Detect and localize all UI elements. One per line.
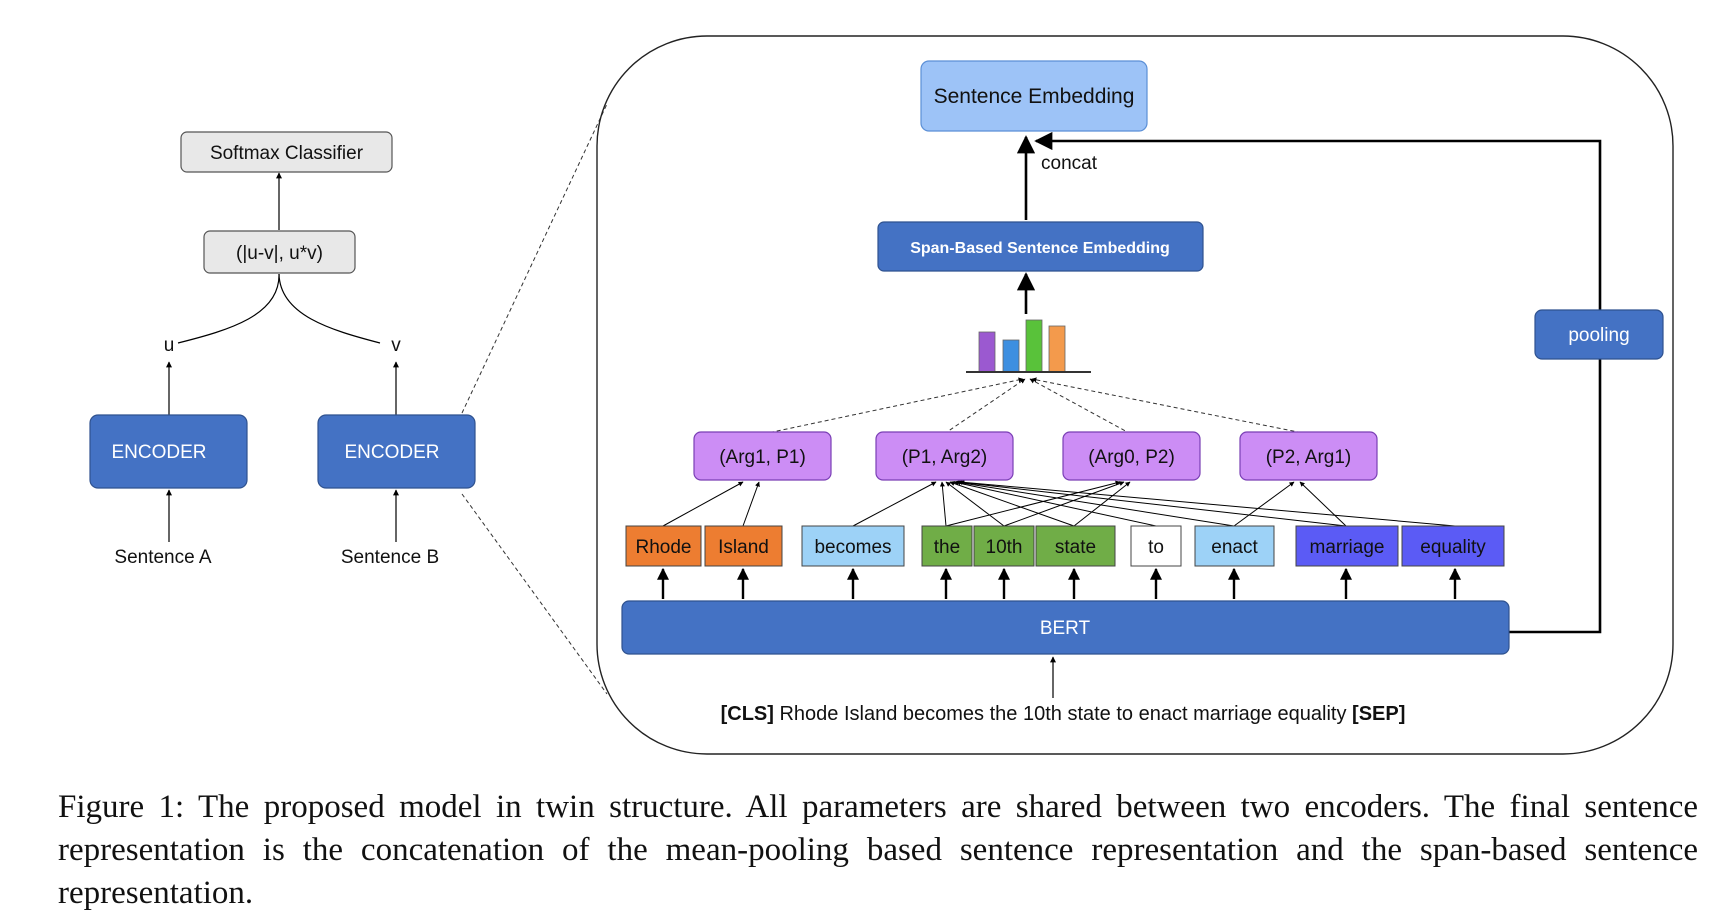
cls-token: [CLS] [721,703,774,725]
token-label: Island [718,537,769,558]
combine-box [203,230,356,274]
span-box-3: (Arg0, P2) [1062,431,1201,481]
token-label: state [1055,537,1096,558]
token-marriage: marriage [1295,525,1399,567]
token-label: 10th [986,537,1023,558]
span-box-4: (P2, Arg1) [1239,431,1378,481]
token-becomes: becomes [801,525,905,567]
zoom-line-bottom [461,493,608,695]
u-label: u [164,335,175,356]
softmax-classifier-label: Softmax Classifier [210,143,364,164]
encoder-a-box [89,414,248,489]
span-embedding-label: Span-Based Sentence Embedding [910,240,1170,257]
token-to: to [1130,525,1182,567]
span-embedding-box [877,221,1204,272]
token-label: Rhode [636,537,692,558]
bert-box [621,600,1510,655]
encoder-b-box [317,414,476,489]
sep-token: [SEP] [1352,703,1405,725]
dash-span-2 [943,378,1026,435]
attention-bars-icon [966,319,1091,373]
bert-to-token-arrows [657,567,1461,599]
token-rhode: Rhode [625,525,702,567]
u-curve [177,273,280,344]
encoder-a-label: ENCODER [111,442,206,463]
v-label: v [391,335,401,356]
token-enact: enact [1194,525,1275,567]
dash-span-3 [1029,378,1132,435]
dash-span-1 [762,377,1024,435]
token-span-connections [662,479,1456,527]
input-sequence: [CLS] Rhode Island becomes the 10th stat… [721,703,1406,725]
span-box-2: (P1, Arg2) [875,431,1014,481]
span-label-4: (P2, Arg1) [1266,447,1352,468]
span-label-3: (Arg0, P2) [1088,447,1175,468]
token-island: Island [704,525,783,567]
span-label-2: (P1, Arg2) [902,447,988,468]
token-label: equality [1420,537,1486,558]
sentence-embedding-box [920,60,1148,132]
bert-label: BERT [1040,618,1091,639]
figure-caption: Figure 1: The proposed model in twin str… [58,789,1698,911]
pooling-box [1534,309,1664,360]
sentence-embedding-label: Sentence Embedding [934,85,1135,108]
token-label: the [934,537,960,558]
softmax-classifier-box [180,131,393,173]
input-text: Rhode Island becomes the 10th state to e… [774,703,1352,725]
pooling-label: pooling [1568,325,1629,346]
token-label: enact [1211,537,1258,558]
zoom-line-top [461,103,608,414]
token-10th: 10th [973,525,1035,567]
token-state: state [1035,525,1116,567]
token-equality: equality [1401,525,1505,567]
span-box-1: (Arg1, P1) [693,431,832,481]
dash-span-4 [1031,377,1309,435]
span-label-1: (Arg1, P1) [719,447,806,468]
sentence-a-label: Sentence A [114,547,212,568]
token-label: marriage [1310,537,1385,558]
encoder-b-label: ENCODER [344,442,439,463]
token-label: to [1148,537,1164,558]
token-label: becomes [814,537,891,558]
concat-label: concat [1041,153,1098,174]
sentence-b-label: Sentence B [341,547,439,568]
encoder-detail-frame [596,35,1674,755]
combine-label: (|u-v|, u*v) [236,243,323,264]
token-the: the [921,525,973,567]
v-curve [278,273,381,344]
pooling-path [1034,131,1602,634]
